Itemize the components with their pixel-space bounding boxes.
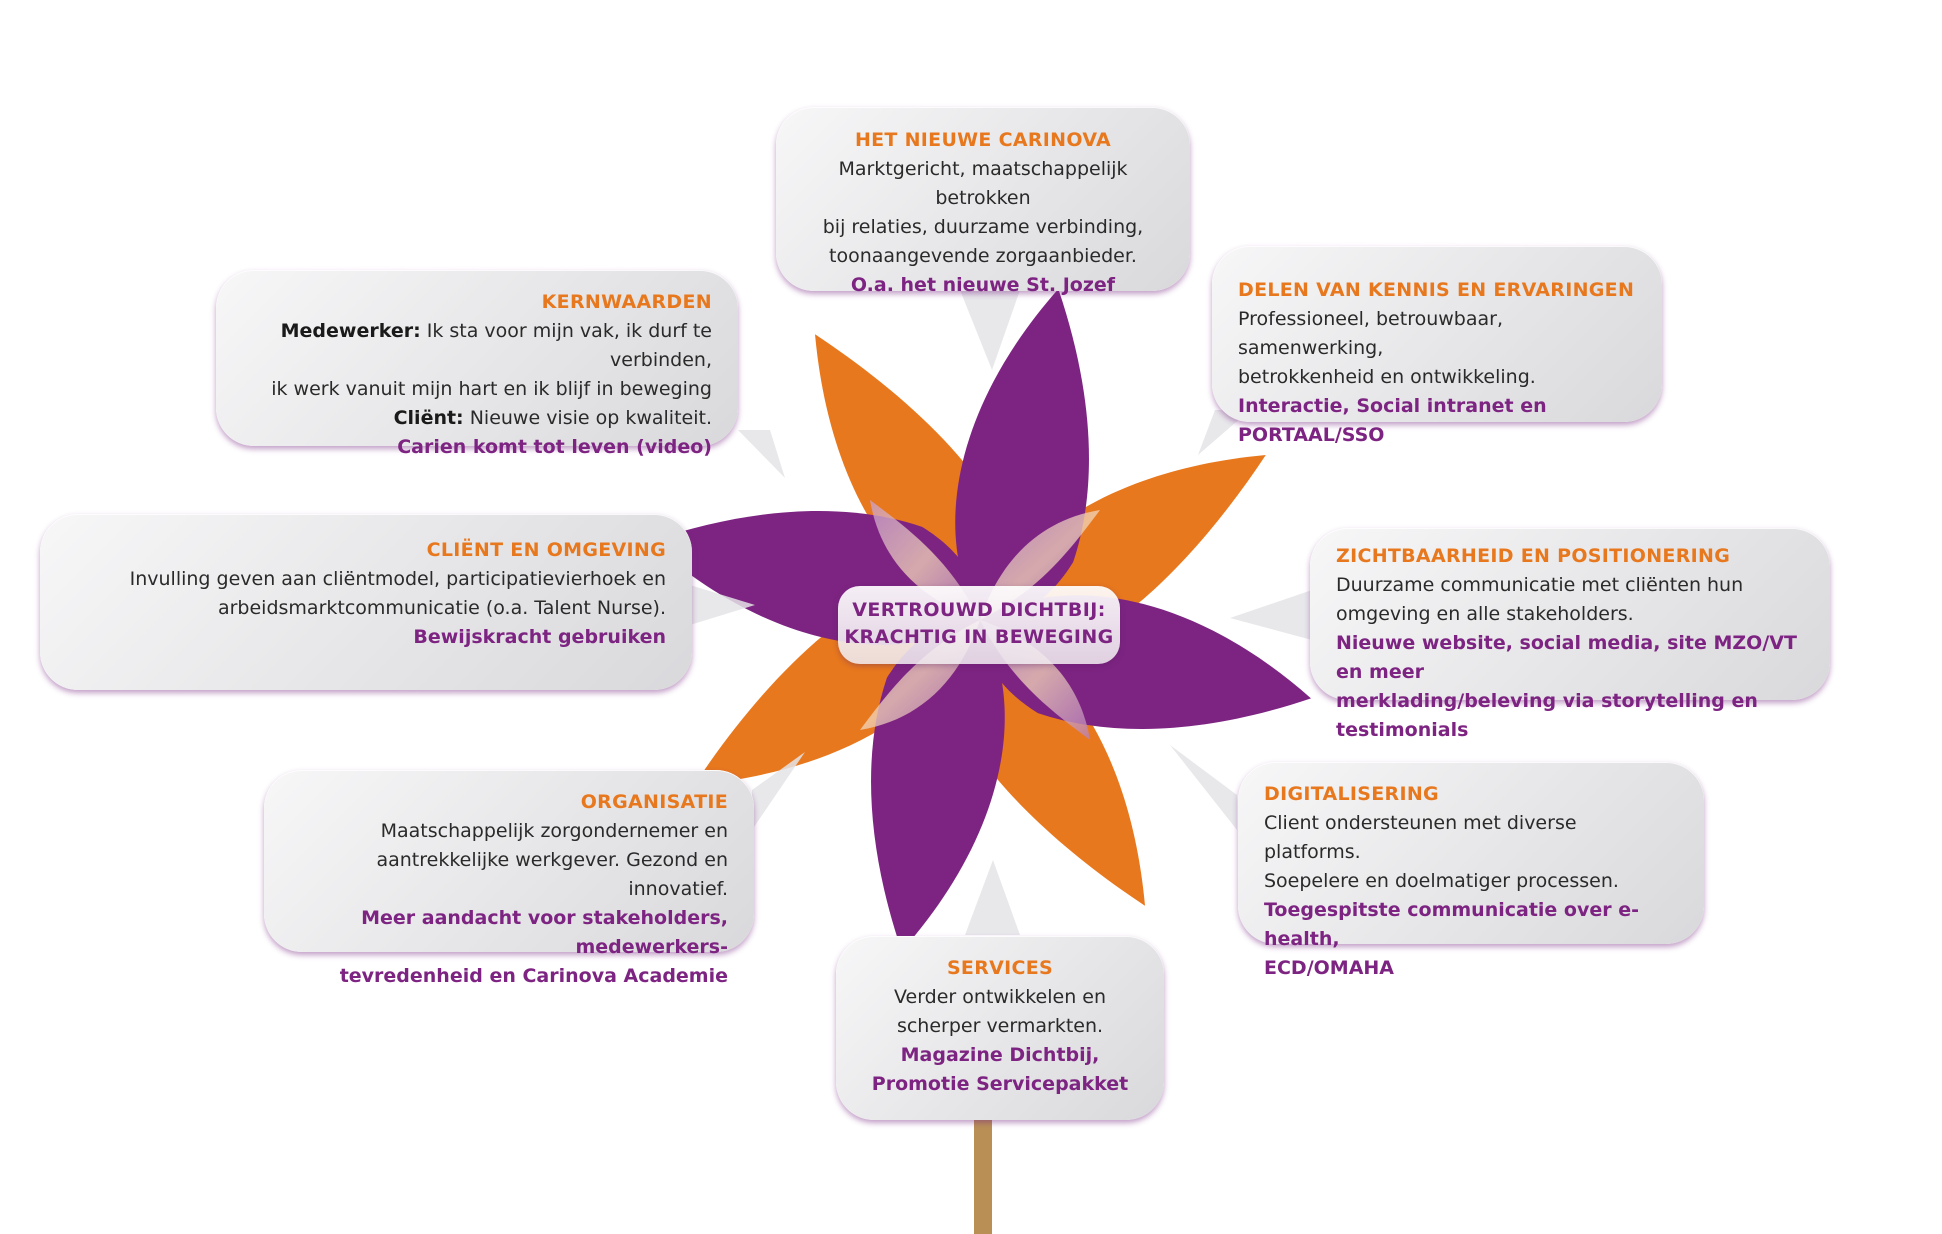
bubble-organisatie: ORGANISATIE Maatschappelijk zorgondernem… — [264, 770, 754, 987]
blade-orange-3 — [956, 620, 1145, 906]
bubble-link[interactable]: Carien komt tot leven (video) — [397, 436, 712, 458]
bubble-link[interactable]: Promotie Servicepakket — [871, 1073, 1129, 1095]
bubble-link[interactable]: Bewijskracht gebruiken — [413, 626, 666, 648]
tail-digitalisering — [1170, 745, 1237, 830]
bubble-link[interactable]: Magazine Dichtbij, — [900, 1044, 1100, 1066]
bubble-text-line: Duurzame communicatie met cliënten hun — [1336, 574, 1744, 596]
tail-delen — [1198, 410, 1250, 455]
blade-orange-1 — [815, 334, 1004, 620]
bubble-text-line: Cliënt: Nieuwe visie op kwaliteit. — [242, 404, 712, 433]
bubble-title: KERNWAARDEN — [541, 291, 712, 313]
bubble-text-line: betrokkenheid en ontwikkeling. — [1238, 366, 1536, 388]
bubble-text-line: Invulling geven aan cliëntmodel, partici… — [129, 568, 666, 590]
bubble-zichtbaarheid: ZICHTBAARHEID EN POSITIONERING Duurzame … — [1310, 528, 1830, 741]
pinwheel-stick — [974, 1100, 992, 1234]
text-client: Nieuwe visie op kwaliteit. — [463, 407, 712, 429]
tail-services — [965, 860, 1020, 935]
bubble-title: DELEN VAN KENNIS EN ERVARINGEN — [1238, 279, 1635, 301]
bubble-link[interactable]: O.a. het nieuwe St. Jozef — [850, 274, 1116, 296]
tail-kernwaarden — [738, 430, 785, 478]
bubble-kernwaarden: KERNWAARDEN Medewerker: Ik sta voor mijn… — [216, 270, 738, 458]
bubble-link[interactable]: merklading/beleving via storytelling en … — [1336, 690, 1758, 741]
bubble-title: HET NIEUWE CARINOVA — [854, 129, 1112, 151]
label-medewerker: Medewerker: — [280, 320, 421, 342]
bubble-services: SERVICES Verder ontwikkelen en scherper … — [836, 936, 1164, 1120]
bubble-link[interactable]: tevredenheid en Carinova Academie — [339, 965, 728, 987]
bubble-text-line: Verder ontwikkelen en — [893, 986, 1107, 1008]
label-client: Cliënt: — [393, 407, 464, 429]
bubble-link[interactable]: ECD/OMAHA — [1264, 957, 1395, 979]
bubble-text-line: toonaangevende zorgaanbieder. — [829, 245, 1137, 267]
bubble-text-line: ik werk vanuit mijn hart en ik blijf in … — [271, 378, 712, 400]
bubble-link[interactable]: Nieuwe website, social media, site MZO/V… — [1336, 632, 1797, 683]
bubble-title: CLIËNT EN OMGEVING — [426, 539, 666, 561]
bubble-text-line: Medewerker: Ik sta voor mijn vak, ik dur… — [242, 317, 712, 375]
text-medewerker: Ik sta voor mijn vak, ik durf te verbind… — [420, 320, 712, 371]
tail-zichtbaarheid — [1230, 590, 1312, 640]
tail-top — [960, 290, 1020, 370]
bubble-het-nieuwe-carinova: HET NIEUWE CARINOVA Marktgericht, maatsc… — [776, 107, 1190, 296]
bubble-client-en-omgeving: CLIËNT EN OMGEVING Invulling geven aan c… — [40, 514, 692, 690]
bubble-link[interactable]: Toegespitste communicatie over e-health, — [1264, 899, 1639, 950]
bubble-text-line: Client ondersteunen met diverse platform… — [1264, 812, 1577, 863]
bubble-delen-van-kennis: DELEN VAN KENNIS EN ERVARINGEN Professio… — [1212, 246, 1662, 446]
tail-organisatie — [752, 752, 805, 830]
bubble-text-line: arbeidsmarktcommunicatie (o.a. Talent Nu… — [217, 597, 666, 619]
bubble-text-line: Marktgericht, maatschappelijk betrokken — [838, 158, 1128, 209]
bubble-title: SERVICES — [946, 957, 1054, 979]
bubble-link[interactable]: Interactie, Social intranet en PORTAAL/S… — [1238, 395, 1547, 446]
bubble-text-line: Maatschappelijk zorgondernemer en — [380, 820, 728, 842]
bubble-digitalisering: DIGITALISERING Client ondersteunen met d… — [1238, 762, 1704, 979]
bubble-text-line: aantrekkelijke werkgever. Gezond en inno… — [376, 849, 728, 900]
bubble-title: ZICHTBAARHEID EN POSITIONERING — [1336, 545, 1731, 567]
bubble-link[interactable]: Meer aandacht voor stakeholders, medewer… — [361, 907, 728, 958]
center-label: VERTROUWD DICHTBIJ: KRACHTIG IN BEWEGING — [838, 586, 1120, 664]
bubble-title: ORGANISATIE — [580, 791, 728, 813]
bubble-text-line: Professioneel, betrouwbaar, samenwerking… — [1238, 308, 1503, 359]
bubble-text-line: scherper vermarkten. — [896, 1015, 1104, 1037]
bubble-text-line: omgeving en alle stakeholders. — [1336, 603, 1634, 625]
tail-client — [690, 585, 755, 625]
bubble-title: DIGITALISERING — [1264, 783, 1439, 805]
bubble-text-line: bij relaties, duurzame verbinding, — [822, 216, 1144, 238]
center-label-line: VERTROUWD DICHTBIJ: — [852, 599, 1106, 621]
bubble-text-line: Soepelere en doelmatiger processen. — [1264, 870, 1619, 892]
center-label-line: KRACHTIG IN BEWEGING — [844, 626, 1114, 648]
